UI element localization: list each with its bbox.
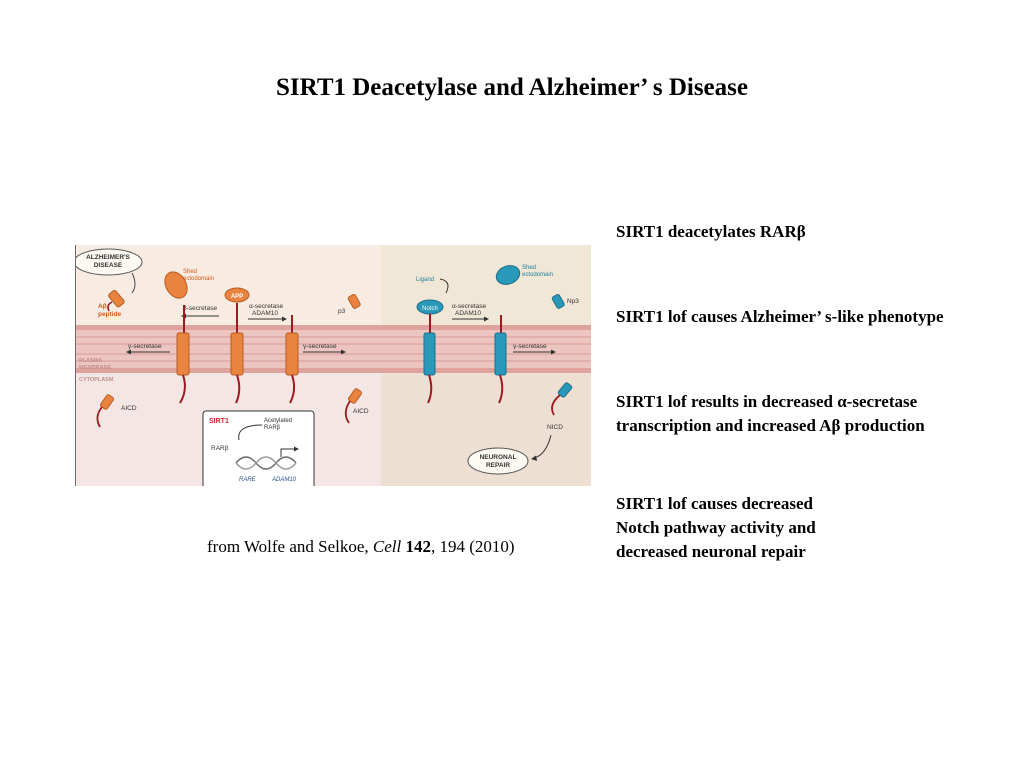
shed-label-1: Shed — [183, 269, 197, 275]
acetylated-label-2: RARβ — [264, 425, 281, 431]
point-4-line-2: Notch pathway activity and — [616, 518, 816, 537]
notch-transmembrane-1 — [423, 314, 436, 404]
sirt1-inset-box — [202, 410, 315, 486]
cytoplasm-label: CYTOPLASM — [79, 377, 114, 383]
point-4-line-3: decreased neuronal repair — [616, 542, 806, 561]
rare-label: RARE — [239, 477, 257, 483]
rarb-label: RARβ — [211, 445, 229, 452]
point-3-line-2: transcription and increased Aβ productio… — [616, 416, 925, 435]
shed-label-2: ectodomain — [183, 276, 214, 282]
acetylated-label-1: Acetylated — [264, 418, 292, 424]
ligand-arrow — [439, 278, 449, 294]
notch-label: Notch — [422, 306, 438, 312]
np3-icon — [551, 294, 565, 309]
neuronal-repair-label-1: NEURONAL — [480, 454, 517, 461]
alzheimers-label-1: ALZHEIMER'S — [86, 254, 130, 261]
point-1-line-1: SIRT1 deacetylates RARβ — [616, 222, 806, 241]
gamma-secretase-arrowhead-3-icon — [551, 349, 556, 355]
plasma-membrane-label-2: MEMBRANE — [79, 365, 112, 371]
ligand-label: Ligand — [416, 277, 434, 283]
shed-ectodomain-app-icon — [164, 271, 188, 299]
dna-helix-icon — [235, 446, 299, 470]
slide-title: SIRT1 Deacetylase and Alzheimer’ s Disea… — [276, 74, 748, 101]
point-2: SIRT1 lof causes Alzheimer’ s-like pheno… — [616, 305, 944, 329]
gamma-secretase-arrowhead-2-icon — [341, 349, 346, 355]
abeta-label-2: peptide — [98, 311, 121, 318]
aicd-label-left: AICD — [121, 405, 137, 412]
aicd-left-icon — [96, 394, 115, 428]
alpha-secretase-arrowhead-left-icon — [282, 316, 287, 322]
aicd-label-right: AICD — [353, 408, 369, 415]
shed-notch-label-2: ectodomain — [522, 272, 553, 278]
point-2-line-1: SIRT1 lof causes Alzheimer’ s-like pheno… — [616, 307, 944, 326]
neuronal-repair-label-2: REPAIR — [486, 462, 510, 469]
plasma-membrane-label-1: PLASMA — [79, 358, 102, 364]
notch-transmembrane-2 — [494, 315, 507, 404]
gamma-secretase-arrowhead-1-icon — [126, 349, 131, 355]
abeta-peptide-icon — [107, 289, 125, 312]
app-transmembrane-3 — [285, 315, 299, 404]
alzheimers-disease-bubble — [76, 248, 143, 276]
figure-caption: from Wolfe and Selkoe, Cell 142, 194 (20… — [207, 537, 515, 557]
gamma-secretase-label-3: γ-secretase — [513, 343, 547, 350]
nicd-arrowhead-icon — [531, 455, 537, 461]
adam10-label-left: ADAM10 — [252, 310, 278, 317]
caption-suffix: , 194 (2010) — [431, 537, 515, 556]
point-3: SIRT1 lof results in decreased α-secreta… — [616, 390, 925, 438]
point-4: SIRT1 lof causes decreased Notch pathway… — [616, 492, 816, 564]
pathway-figure: PLASMA MEMBRANE CYTOPLASM ALZHEIMER'S DI… — [75, 245, 591, 486]
pathway-diagram: PLASMA MEMBRANE CYTOPLASM ALZHEIMER'S DI… — [76, 245, 591, 486]
alzheimers-arrow — [131, 272, 136, 294]
app-transmembrane-1 — [176, 305, 190, 404]
beta-secretase-label: β-secretase — [183, 305, 217, 312]
shed-ectodomain-notch-icon — [495, 265, 521, 285]
p3-icon — [347, 294, 361, 309]
aicd-right-icon — [344, 388, 363, 424]
adam10-label-right: ADAM10 — [455, 310, 481, 317]
neuronal-repair-bubble — [467, 447, 529, 475]
shed-notch-label-1: Shed — [522, 265, 536, 271]
alpha-secretase-arrowhead-right-icon — [484, 316, 489, 322]
alpha-secretase-label-right: α-secretase — [452, 303, 486, 310]
point-3-line-1: SIRT1 lof results in decreased α-secreta… — [616, 392, 918, 411]
abeta-label-1: Aβ — [98, 303, 107, 310]
app-bubble — [224, 287, 250, 303]
gamma-secretase-label-2: γ-secretase — [303, 343, 337, 350]
caption-prefix: from Wolfe and Selkoe, — [207, 537, 373, 556]
np3-label: Np3 — [567, 298, 579, 305]
caption-journal: Cell — [372, 537, 402, 556]
sirt1-label: SIRT1 — [209, 418, 229, 425]
nicd-icon — [551, 382, 573, 416]
deacetylation-arrow — [238, 424, 263, 441]
p3-label: p3 — [338, 308, 346, 315]
point-1: SIRT1 deacetylates RARβ — [616, 220, 806, 244]
caption-volume: 142 — [405, 537, 432, 556]
app-label: APP — [231, 294, 243, 300]
gamma-secretase-label-1: γ-secretase — [128, 343, 162, 350]
alpha-secretase-label-left: α-secretase — [249, 303, 283, 310]
app-transmembrane-2 — [230, 303, 244, 404]
adam10-gene-label: ADAM10 — [271, 477, 297, 483]
point-4-line-1: SIRT1 lof causes decreased — [616, 494, 813, 513]
nicd-label: NICD — [547, 424, 563, 431]
alzheimers-label-2: DISEASE — [94, 262, 123, 269]
